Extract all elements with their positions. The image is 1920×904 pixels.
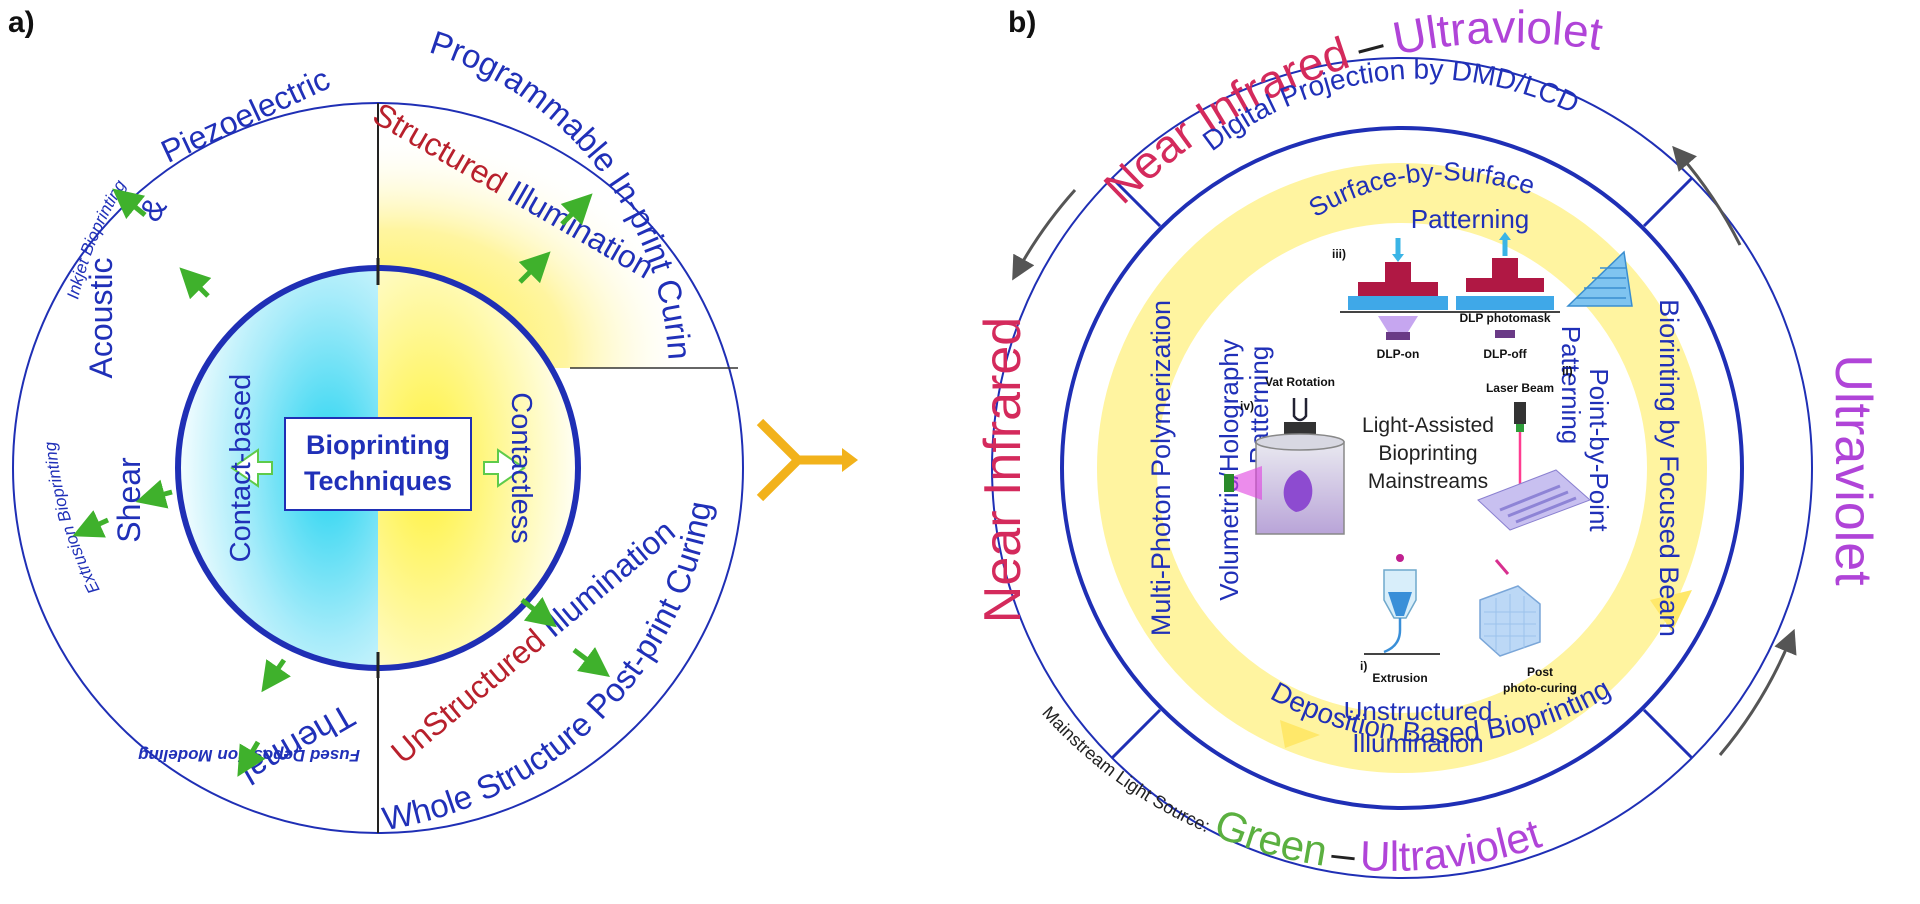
unstructured-label-line1: Unstructured	[1344, 696, 1493, 726]
vat-light-beam	[1234, 466, 1262, 500]
hollow-arrow-right	[483, 448, 526, 488]
dlp-on-label: DLP-on	[1377, 347, 1420, 361]
panel-connector	[756, 418, 858, 502]
dlp-on-platform	[1358, 282, 1438, 296]
pyramid-steps	[1576, 267, 1626, 299]
arrow-contactless-up	[518, 251, 551, 284]
dlp-photomask-label: DLP photomask	[1459, 311, 1550, 325]
extrusion-label: Extrusion Bioprinting	[40, 440, 103, 596]
laser-nozzle	[1516, 424, 1524, 432]
laser-beam-illustration: ii) Laser Beam	[1477, 364, 1591, 531]
laser-head	[1514, 402, 1526, 424]
arrow-programmable	[560, 193, 593, 226]
left-near-infrared: Near Infrared	[974, 317, 1032, 623]
dlp-illustration: iii) DLP-on DLP photomask DLP-off	[1332, 232, 1633, 361]
yellow-swirl	[1097, 163, 1707, 773]
point-label-line1: Point-by-Point	[1584, 368, 1614, 532]
post-light	[1494, 559, 1510, 575]
outer-ring-b	[991, 57, 1813, 879]
center-b-line3: Mainstreams	[1368, 470, 1488, 493]
point-label-line2: Patterning	[1556, 326, 1586, 445]
volumetric-label-line1: Volumetric/Holography	[1214, 339, 1244, 601]
panel-b-tag: b)	[1008, 6, 1036, 39]
shear-label: Shear	[111, 457, 147, 543]
unstructured-label-line2: Illumination	[1352, 728, 1484, 758]
rotation-arrow-bottom-right	[1718, 628, 1797, 756]
dlp-off-label: DLP-off	[1483, 347, 1527, 361]
vat-rotation-illustration: iv) Vat Rotation	[1224, 375, 1345, 535]
rotation-symbol	[1292, 398, 1308, 422]
multiphoton-label: Multi-Photon Polymerization	[1146, 300, 1176, 636]
inner-ring-b	[1060, 126, 1744, 810]
panel-b: b) Near Infrared–Ultraviolet Near Infrar…	[974, 1, 1882, 881]
laser-beam-label: Laser Beam	[1486, 381, 1554, 395]
extrusion-strand	[1383, 618, 1402, 654]
stepped-pyramid	[1566, 250, 1633, 307]
arrow-whole	[572, 647, 610, 677]
post-cube-grid	[1484, 594, 1536, 652]
dlp-on-platform-stem	[1385, 262, 1411, 284]
thermal-label: Thermal	[234, 696, 361, 791]
arrow-shear	[135, 479, 173, 509]
extrusion-illustration: i) Extrusion Post photo-curing	[1360, 554, 1577, 695]
vat-light-source	[1224, 474, 1234, 492]
post-label-line1: Post	[1527, 665, 1553, 679]
dlp-off-platform	[1466, 278, 1544, 292]
rotation-arrow-top-right	[1672, 145, 1742, 246]
ring-dividers	[1110, 176, 1694, 760]
contactless-label: Contactless	[505, 392, 537, 544]
rotation-arrow-top-left	[1012, 188, 1077, 281]
laser-lines	[1499, 484, 1577, 524]
dlp-off-projector	[1495, 330, 1515, 338]
label-ii: ii)	[1562, 364, 1573, 378]
arrow-extrusion	[72, 510, 110, 538]
hollow-arrow-left	[230, 448, 273, 488]
arrow-fdm	[237, 740, 266, 777]
center-title-line2: Techniques	[304, 466, 452, 496]
extrusion-label: Extrusion	[1372, 671, 1427, 685]
vat-top	[1255, 433, 1345, 451]
rotation-arrows	[1012, 145, 1797, 756]
post-label-line2: photo-curing	[1503, 681, 1577, 695]
panel-a: a) Bioprinting Techniques Contact-based …	[0, 0, 744, 837]
dlp-on-arrowhead	[1392, 254, 1404, 262]
panel-a-tag: a)	[8, 6, 35, 39]
center-b-line2: Bioprinting	[1378, 442, 1477, 465]
swirl-arrowhead-bottom	[1280, 720, 1320, 748]
dlp-off-platform-stem	[1492, 258, 1518, 280]
arrow-inkjet	[112, 188, 147, 220]
label-i: i)	[1360, 659, 1367, 673]
focused-beam-label: Biorinting by Focused Beam	[1654, 299, 1684, 637]
center-box	[284, 417, 472, 511]
surface-label-line2: Patterning	[1411, 204, 1530, 234]
contact-based-half	[180, 270, 378, 666]
dlp-on-vat	[1348, 296, 1448, 310]
right-ultraviolet: Ultraviolet	[1824, 354, 1882, 586]
arrow-thermal	[261, 658, 291, 693]
swirl-arrowhead-right	[1650, 590, 1692, 632]
dlp-on-light	[1378, 316, 1418, 332]
dlp-on-projector	[1386, 332, 1410, 340]
arrow-acoustic	[179, 267, 212, 300]
dlp-off-vat	[1456, 296, 1554, 310]
extrusion-drop	[1396, 554, 1404, 562]
vat-organ	[1283, 470, 1313, 512]
acoustic-label: Acoustic	[83, 258, 119, 379]
extrusion-ink	[1388, 592, 1412, 616]
label-iv: iv)	[1240, 399, 1254, 413]
contact-based-label: Contact-based	[225, 374, 257, 563]
dlp-off-arrowhead	[1499, 232, 1511, 240]
label-iii: iii)	[1332, 247, 1346, 261]
green-arrows-a	[72, 188, 610, 777]
contactless-half	[378, 270, 576, 666]
arrow-contactless-down	[520, 596, 557, 628]
laser-stage	[1477, 469, 1591, 531]
center-title-line1: Bioprinting	[306, 430, 450, 460]
piezoelectric-label: Piezoelectric	[156, 60, 336, 169]
vat-rotation-label: Vat Rotation	[1265, 375, 1335, 389]
center-b-line1: Light-Assisted	[1362, 414, 1494, 437]
